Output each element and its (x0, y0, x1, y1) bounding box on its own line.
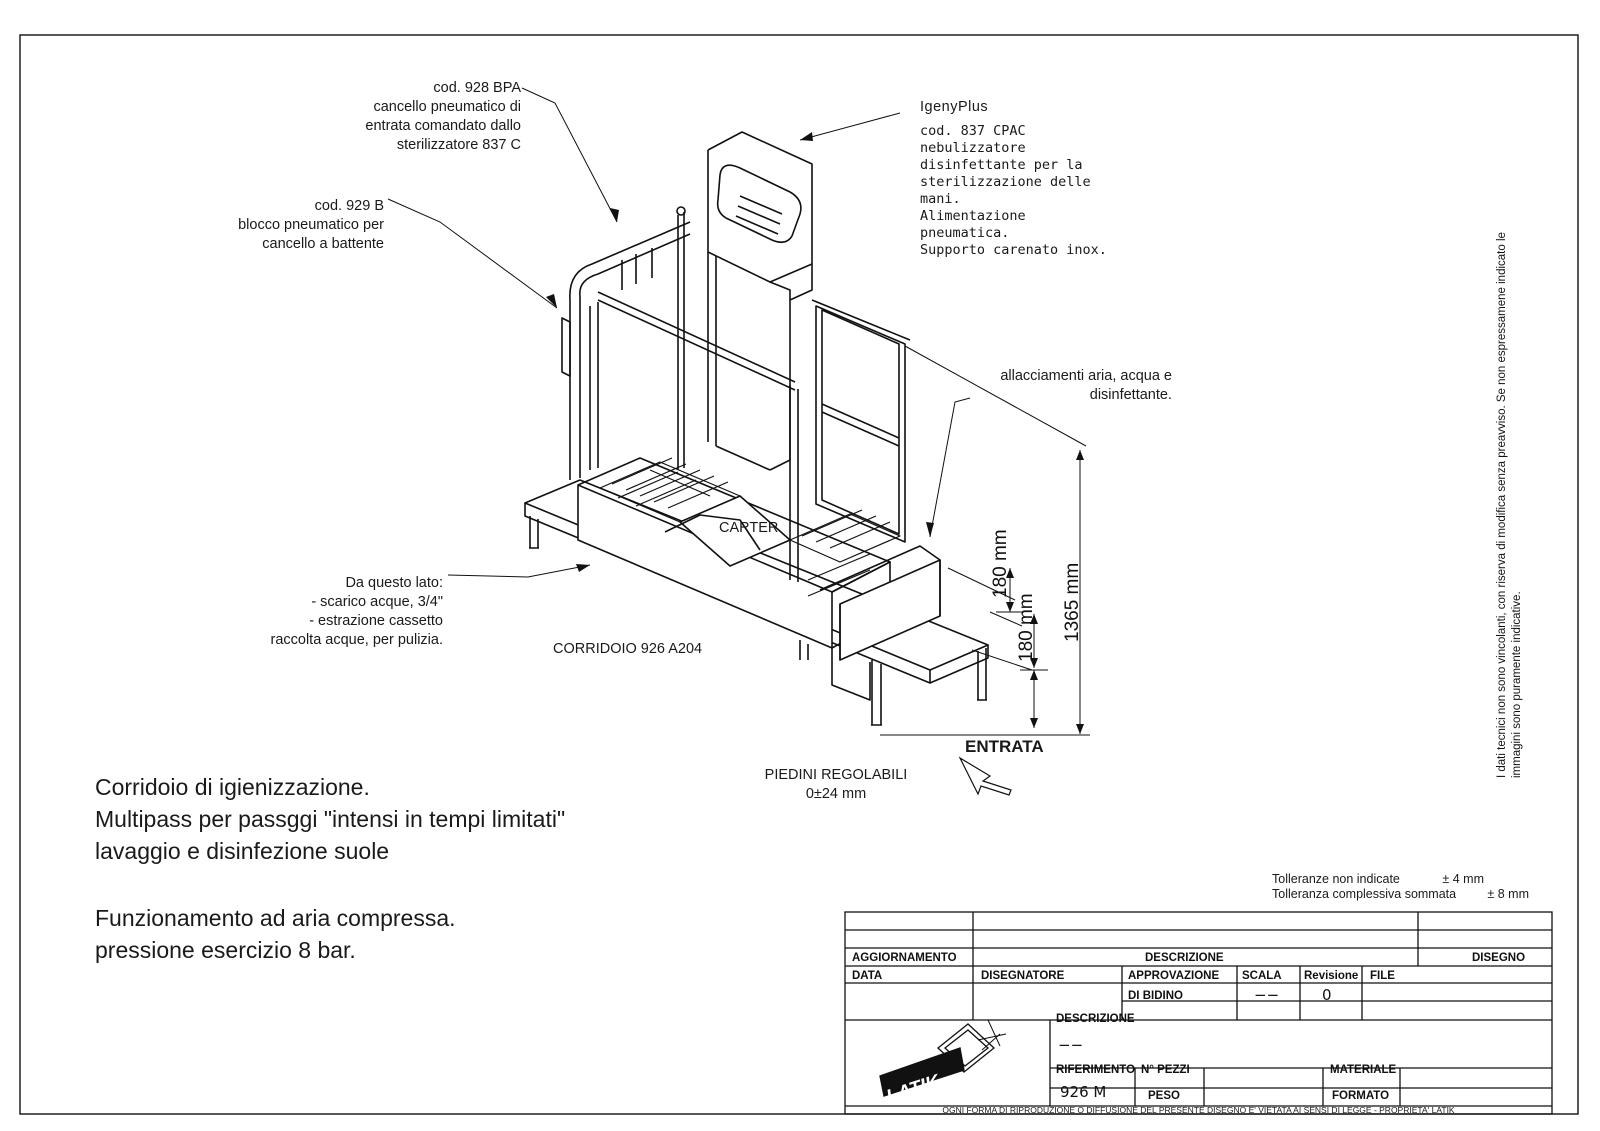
tb-scala-value: −− (1254, 986, 1280, 1004)
operation-block: Funzionamento ad aria compressa.pression… (95, 905, 456, 963)
sheet-border (19, 34, 1579, 1115)
leader-lines (387, 87, 971, 578)
title-block-grid (844, 911, 1553, 1115)
tb-approvazione: APPROVAZIONE (1128, 970, 1220, 982)
tb-riferimento: RIFERIMENTO (1056, 1064, 1136, 1076)
tb-formato: FORMATO (1332, 1090, 1390, 1102)
dimension-180-upper: 180 mm (990, 529, 1011, 598)
arrow-heads (546, 132, 934, 572)
description-block: Corridoio di igienizzazione.Multipass pe… (95, 774, 566, 864)
corridor-machine-drawing (524, 131, 989, 726)
igenyplus-title: IgenyPlus (920, 99, 989, 115)
entrata-label: ENTRATA (965, 737, 1044, 756)
carter-label: CARTER (719, 520, 779, 536)
tb-footer: OGNI FORMA DI RIPRODUZIONE O DIFFUSIONE … (942, 1105, 1455, 1115)
tolerances-values: ± 4 mm± 8 mm (1442, 872, 1529, 901)
latik-logo (879, 1019, 1007, 1097)
dimension-arrowheads (1006, 450, 1084, 734)
corridoio-label: CORRIDOIO 926 A204 (553, 641, 703, 657)
tb-scala: SCALA (1242, 970, 1282, 982)
tb-materiale: MATERIALE (1330, 1064, 1397, 1076)
tb-descrizione: DESCRIZIONE (1056, 1013, 1135, 1025)
tb-disegnatore: DISEGNATORE (981, 970, 1065, 982)
callout-da-questo-lato: Da questo lato:- scarico acque, 3/4"- es… (270, 575, 444, 648)
tb-descrizione-header: DESCRIZIONE (1145, 952, 1224, 964)
tb-disegno: DISEGNO (1472, 952, 1526, 964)
tb-approvazione-value: DI BIDINO (1128, 990, 1183, 1002)
tb-data: DATA (852, 970, 883, 982)
tb-descrizione-value: −− (1058, 1036, 1084, 1054)
tb-aggiornamento: AGGIORNAMENTO (852, 952, 957, 964)
tb-riferimento-value: 926 M (1060, 1083, 1107, 1101)
disclaimer-vertical: I dati tecnici non sono vincolanti, con … (1496, 232, 1523, 778)
tb-file: FILE (1370, 970, 1395, 982)
dimension-1365: 1365 mm (1062, 562, 1083, 642)
tb-revisione: Revisione (1304, 970, 1359, 982)
tb-revisione-value: 0 (1322, 986, 1332, 1004)
tb-peso: PESO (1148, 1090, 1180, 1102)
dimension-180-lower: 180 mm (1016, 593, 1037, 662)
tb-n-pezzi: N° PEZZI (1141, 1064, 1190, 1076)
entrata-arrow (958, 756, 1012, 796)
